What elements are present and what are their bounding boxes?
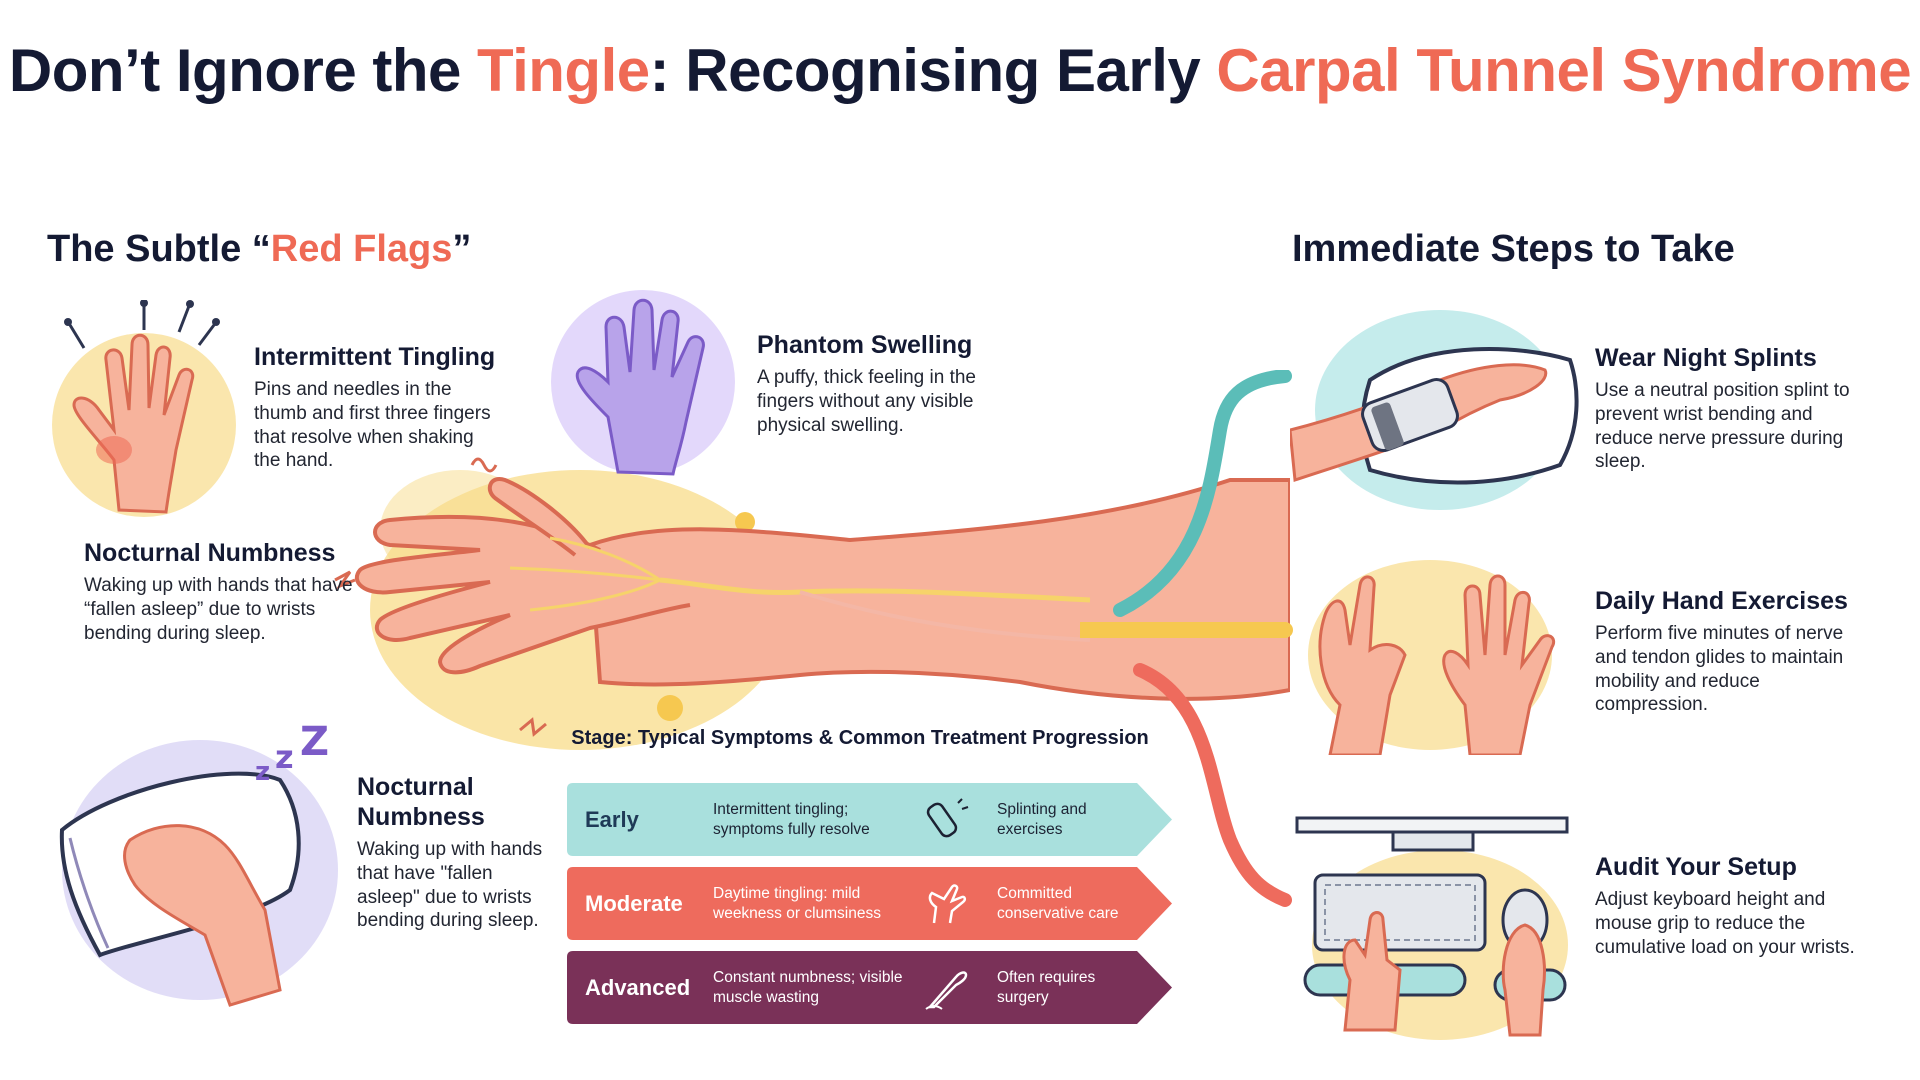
red-flag-intermittent-tingling: Intermittent Tingling Pins and needles i… [254, 342, 504, 473]
svg-text:Z: Z [300, 720, 329, 765]
item-text: Use a neutral position splint to prevent… [1595, 380, 1850, 473]
stage-treatment: Often requires surgery [997, 969, 1096, 1006]
scalpel-icon [925, 971, 968, 1010]
stage-name: Moderate [585, 890, 683, 916]
pillow-hand-illustration: z z Z [59, 720, 338, 1007]
item-text: Waking up with hands that have “fallen a… [84, 575, 353, 644]
hand-exercises-illustration [1308, 560, 1555, 755]
stage-symptoms: Intermittent tingling; symptoms fully re… [713, 801, 870, 838]
item-title: Audit Your Setup [1595, 853, 1797, 881]
steps-heading: Immediate Steps to Take [1292, 228, 1735, 270]
item-text: Adjust keyboard height and mouse grip to… [1595, 889, 1855, 958]
stage-symptoms: Constant numbness; visible muscle wastin… [713, 969, 903, 1006]
red-flag-nocturnal-numbness-2: Nocturnal Numbness Waking up with hands … [357, 772, 557, 933]
title-accent-1: Tingle [477, 37, 650, 104]
item-title: Phantom Swelling [757, 331, 973, 359]
step-daily-hand-exercises: Daily Hand Exercises Perform five minute… [1595, 586, 1875, 717]
stage-row-moderate: Moderate Daytime tingling: mild weekness… [567, 867, 1172, 940]
item-title: Daily Hand Exercises [1595, 587, 1848, 615]
red-flags-heading: The Subtle “Red Flags” [47, 228, 471, 271]
heading-part: ” [452, 228, 472, 270]
item-text: A puffy, thick feeling in the fingers wi… [757, 367, 976, 436]
red-flag-phantom-swelling: Phantom Swelling A puffy, thick feeling … [757, 330, 1017, 437]
stage-arrow-shape [567, 951, 1172, 1024]
connector-lines [1080, 370, 1293, 907]
desk-setup-illustration [1295, 816, 1569, 1040]
title-accent-2: Carpal Tunnel Syndrome [1216, 37, 1912, 104]
stage-arrow-shape [567, 867, 1172, 940]
item-text: Pins and needles in the thumb and first … [254, 379, 491, 472]
splint-icon [926, 798, 969, 838]
stage-symptoms: Daytime tingling: mild weekness or clums… [713, 885, 881, 922]
title-part-1: Don’t Ignore the [8, 37, 478, 104]
stage-treatment: Splinting and exercises [997, 801, 1087, 838]
svg-text:z: z [275, 738, 294, 776]
arm-illustration [334, 457, 1290, 750]
item-title: Nocturnal Numbness [84, 539, 336, 567]
stage-arrow-shape [567, 783, 1172, 856]
heading-part: The Subtle “ [47, 228, 271, 270]
item-title: Nocturnal Numbness [357, 773, 485, 831]
item-text: Waking up with hands that have "fallen a… [357, 839, 543, 932]
hand-pain-icon [928, 884, 967, 924]
stage-row-early: Early Intermittent tingling; symptoms fu… [567, 783, 1172, 856]
night-splint-illustration [1290, 310, 1579, 510]
swollen-hand-illustration [551, 290, 735, 476]
step-wear-night-splints: Wear Night Splints Use a neutral positio… [1595, 343, 1875, 474]
stage-name: Advanced [585, 974, 691, 1000]
page-title: Don’t Ignore the Tingle: Recognising Ear… [0, 36, 1920, 105]
stage-name: Early [585, 806, 639, 832]
red-flag-nocturnal-numbness: Nocturnal Numbness Waking up with hands … [84, 538, 354, 645]
tingling-hand-illustration [52, 300, 236, 517]
item-text: Perform five minutes of nerve and tendon… [1595, 623, 1844, 716]
item-title: Wear Night Splints [1595, 344, 1817, 372]
item-title: Intermittent Tingling [254, 343, 496, 371]
stage-row-advanced: Advanced Constant numbness; visible musc… [567, 951, 1172, 1024]
step-audit-your-setup: Audit Your Setup Adjust keyboard height … [1595, 852, 1875, 959]
heading-accent: Red Flags [270, 228, 453, 270]
stage-treatment: Committed conservative care [997, 885, 1119, 922]
svg-text:z: z [255, 757, 270, 787]
stage-table-title: Stage: Typical Symptoms & Common Treatme… [571, 727, 1149, 749]
title-part-2: : Recognising Early [649, 37, 1217, 104]
